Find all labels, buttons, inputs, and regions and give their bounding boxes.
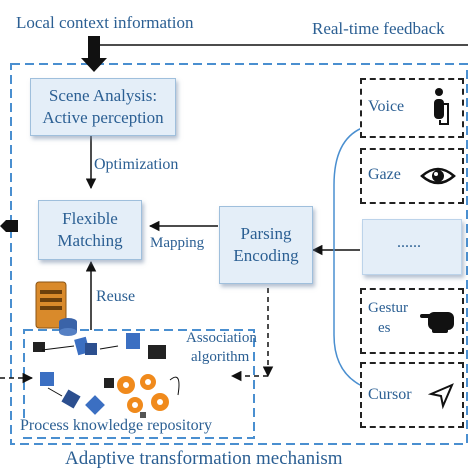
realtime-feedback-label: Real-time feedback bbox=[312, 19, 445, 38]
association-label-line2: algorithm bbox=[191, 349, 250, 365]
output-arrow-left bbox=[0, 220, 18, 232]
cursor-label: Cursor bbox=[368, 386, 412, 403]
flexible-matching-box: Flexible Matching bbox=[38, 200, 142, 260]
gaze-label: Gaze bbox=[368, 166, 401, 183]
gestures-label-line2: es bbox=[378, 320, 391, 336]
repository-illustration bbox=[33, 333, 180, 415]
gestures-label-line1: Gestur bbox=[368, 300, 408, 316]
flexible-matching-line2: Matching bbox=[57, 231, 123, 250]
local-context-label: Local context information bbox=[16, 13, 194, 32]
mechanism-frame bbox=[10, 63, 468, 445]
modality-gaze: Gaze bbox=[360, 148, 464, 204]
local-context-arrow bbox=[81, 36, 107, 72]
modality-more: ...... bbox=[362, 219, 462, 275]
scene-analysis-box: Scene Analysis: Active perception bbox=[30, 78, 176, 136]
repository-frame bbox=[23, 329, 255, 439]
reuse-label: Reuse bbox=[96, 288, 136, 305]
parsing-encoding-line2: Encoding bbox=[233, 246, 299, 265]
scene-analysis-line2: Active perception bbox=[42, 108, 164, 127]
flexible-matching-line1: Flexible bbox=[62, 208, 118, 228]
server-icon bbox=[35, 281, 77, 336]
mechanism-label: Adaptive transformation mechanism bbox=[65, 448, 343, 469]
parsing-encoding-line1: Parsing bbox=[240, 223, 292, 243]
modality-cursor: Cursor bbox=[360, 362, 464, 428]
modality-gestures: Gestur es bbox=[360, 288, 464, 354]
eye-icon bbox=[420, 167, 456, 185]
repository-label: Process knowledge repository bbox=[18, 417, 214, 434]
pointing-hand-icon bbox=[420, 312, 454, 333]
microphone-icon bbox=[434, 88, 449, 125]
cursor-arrow-icon bbox=[428, 383, 454, 410]
voice-label: Voice bbox=[368, 98, 405, 115]
mapping-label: Mapping bbox=[150, 235, 205, 251]
more-label: ...... bbox=[397, 234, 421, 251]
modality-voice: Voice bbox=[360, 78, 464, 138]
association-label-line1: Association bbox=[186, 330, 257, 346]
parsing-encoding-box: Parsing Encoding bbox=[219, 206, 313, 284]
optimization-label: Optimization bbox=[94, 156, 179, 173]
scene-analysis-line1: Scene Analysis: bbox=[48, 85, 158, 105]
gear-icon bbox=[117, 374, 169, 422]
modality-bracket bbox=[333, 127, 363, 387]
